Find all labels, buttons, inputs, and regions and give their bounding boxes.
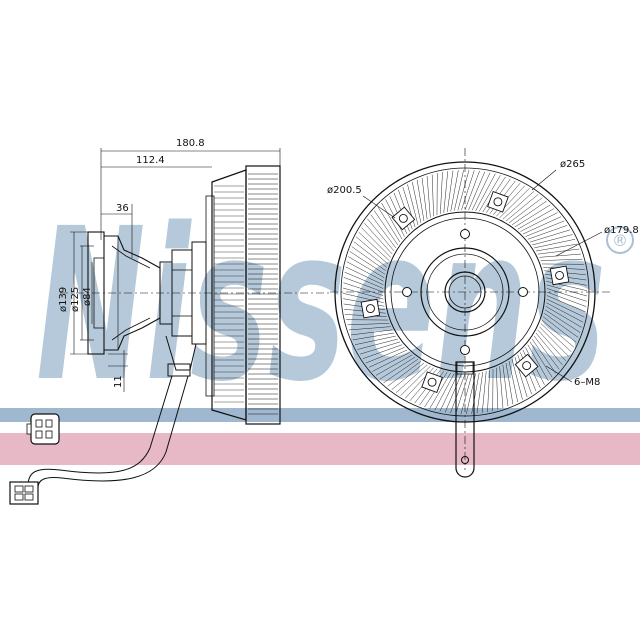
bolt-pads [360, 190, 570, 394]
clutch-housing [205, 165, 281, 425]
front-view: ø265 ø200.5 ø179.8 6–M8 [327, 148, 639, 478]
side-view: 180.8 112.4 36 ø139 ø125 ø84 11 [9, 138, 330, 505]
dim-bolt-circle: ø179.8 [604, 225, 639, 236]
dim-outer-dia: ø265 [560, 159, 585, 170]
wiring-harness [27, 375, 189, 489]
blue-stripe [0, 408, 640, 422]
dim-hub: 36 [116, 203, 129, 214]
electrical-connector-icon [26, 413, 60, 445]
dim-dia-125: ø125 [70, 287, 81, 312]
svg-text:®: ® [612, 231, 628, 250]
dim-dia-139: ø139 [58, 287, 69, 312]
dim-body-length: 112.4 [136, 155, 165, 166]
side-dimensions: 180.8 112.4 36 ø139 ø125 ø84 11 [58, 138, 281, 392]
front-dimensions: ø265 ø200.5 ø179.8 6–M8 [327, 159, 639, 388]
dim-dia-84: ø84 [82, 287, 93, 306]
pink-stripe [0, 433, 640, 465]
brand-logo-watermark: Nissens [36, 183, 606, 428]
dim-overall-length: 180.8 [176, 138, 205, 149]
sensor-arm [455, 361, 475, 478]
mounting-holes [402, 229, 528, 355]
harness-connector [9, 481, 39, 505]
dim-inner-dia: ø200.5 [327, 185, 362, 196]
registered-mark: ® [606, 226, 634, 254]
cooling-ribs [214, 173, 278, 415]
drive-hub [159, 241, 207, 377]
dim-offset: 11 [113, 375, 124, 388]
dim-bolts: 6–M8 [574, 377, 600, 388]
